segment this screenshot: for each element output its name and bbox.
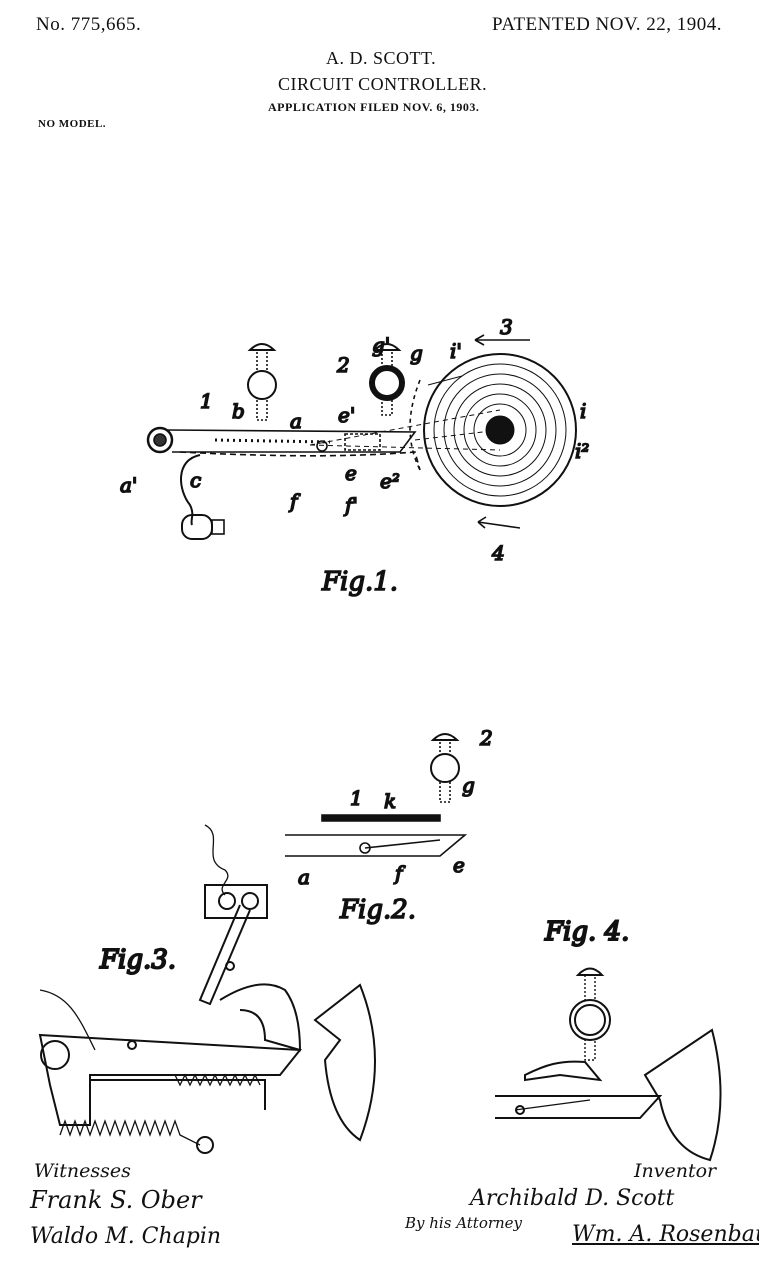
no-model-note: NO MODEL. — [38, 118, 107, 130]
sector — [643, 1028, 722, 1162]
screw-b-ball — [247, 370, 277, 400]
label-e2: e² — [380, 469, 400, 493]
inventor-name: A. D. SCOTT. — [326, 48, 437, 68]
link-arm — [198, 904, 251, 1006]
inventor-signature: Archibald D. Scott — [470, 1186, 675, 1211]
label-f: f — [288, 489, 301, 513]
terminal-block — [204, 884, 268, 919]
pivot-a1 — [146, 426, 174, 454]
label-i1: i' — [450, 339, 462, 363]
figure-4-caption: Fig. 4. — [544, 917, 629, 947]
arrow-3-head — [474, 334, 485, 346]
bar — [495, 1095, 663, 1119]
label-e: e — [453, 853, 465, 877]
terminal-hole-1 — [218, 892, 236, 910]
inventor-label: Inventor — [634, 1160, 717, 1182]
label-f: f — [393, 861, 406, 885]
spiral-disc-i — [423, 353, 577, 507]
label-e1: e' — [338, 403, 355, 427]
bar-a — [285, 834, 468, 857]
screw-ring-inner — [574, 1004, 606, 1036]
figure-3: Fig.3. — [38, 824, 376, 1154]
spring-plate-k — [321, 814, 441, 822]
witness-2-signature: Waldo M. Chapin — [30, 1224, 222, 1249]
label-b: b — [232, 399, 245, 423]
lever-hatching — [214, 438, 331, 444]
frame-arm — [90, 1079, 266, 1110]
dashed-projection-lines — [309, 409, 501, 451]
pin — [127, 1040, 137, 1050]
wire-c — [180, 454, 201, 526]
terminal-nut — [211, 519, 225, 535]
label-2: 2 — [336, 353, 350, 377]
figure-1-caption: Fig.1. — [321, 567, 398, 597]
figure-4: Fig. 4. — [495, 916, 722, 1162]
patent-number: No. 775,665. — [36, 14, 142, 35]
arrow-4 — [477, 521, 521, 529]
screw-g-head — [372, 343, 402, 351]
by-attorney-label: By his Attorney — [405, 1214, 523, 1232]
frame — [38, 1033, 302, 1126]
pin — [225, 961, 235, 971]
label-g: g — [410, 341, 423, 365]
label-f1: f' — [343, 493, 358, 517]
label-e: e — [345, 461, 357, 485]
figure-2: 2 1 k g a f e Fig.2. — [285, 725, 494, 926]
label-g1: g' — [372, 333, 390, 357]
label-i: i — [580, 399, 586, 423]
witnesses-label: Witnesses — [34, 1160, 131, 1182]
spring-upper — [174, 1073, 261, 1087]
contact-line — [514, 1099, 591, 1111]
label-3: 3 — [500, 315, 513, 339]
contact-e — [344, 433, 381, 451]
patented-date: PATENTED NOV. 22, 1904. — [492, 14, 723, 35]
spring-dashed — [179, 451, 421, 471]
pin-f — [316, 440, 328, 452]
spring-lower — [59, 1119, 201, 1146]
label-i2: i² — [575, 439, 589, 463]
wire — [39, 989, 96, 1051]
witness-1-signature: Frank S. Ober — [30, 1186, 202, 1214]
latch-lever — [219, 983, 302, 1052]
lever-a — [167, 429, 417, 453]
arrow-4-head — [477, 516, 487, 529]
pivot — [40, 1040, 70, 1070]
sector — [313, 983, 376, 1142]
label-2: 2 — [479, 726, 493, 750]
patent-title: CIRCUIT CONTROLLER. — [278, 74, 488, 94]
wire — [204, 824, 229, 896]
screw-g-ball — [430, 753, 460, 783]
spring-anchor — [196, 1136, 214, 1154]
label-1: 1 — [200, 389, 213, 413]
dashed-arc — [409, 379, 421, 471]
label-4: 4 — [491, 541, 505, 565]
pivot-pin — [153, 433, 167, 447]
screw-head — [575, 967, 605, 976]
label-k: k — [384, 789, 396, 813]
spring-contact — [524, 1060, 603, 1082]
label-a: a — [290, 409, 302, 433]
terminal-plug — [181, 514, 213, 540]
attorney-signature: Wm. A. Rosenbaum — [572, 1222, 759, 1247]
figure-1: 1 b a e' 2 g' g i' 3 i i² a' c f e e² f'… — [119, 314, 590, 598]
label-a: a — [298, 865, 310, 889]
label-c: c — [190, 468, 201, 492]
label-1: 1 — [350, 786, 363, 810]
screw-g-head — [430, 733, 460, 741]
label-a1: a' — [120, 473, 137, 497]
figure-2-caption: Fig.2. — [339, 895, 416, 925]
screw-b-head — [247, 343, 277, 351]
contact-line — [364, 839, 441, 849]
terminal-hole-2 — [241, 892, 259, 910]
application-filed: APPLICATION FILED NOV. 6, 1903. — [268, 100, 480, 114]
screw-g-ring — [369, 365, 405, 401]
figure-3-caption: Fig.3. — [99, 945, 176, 975]
label-g: g — [462, 773, 475, 797]
pin — [515, 1105, 525, 1115]
